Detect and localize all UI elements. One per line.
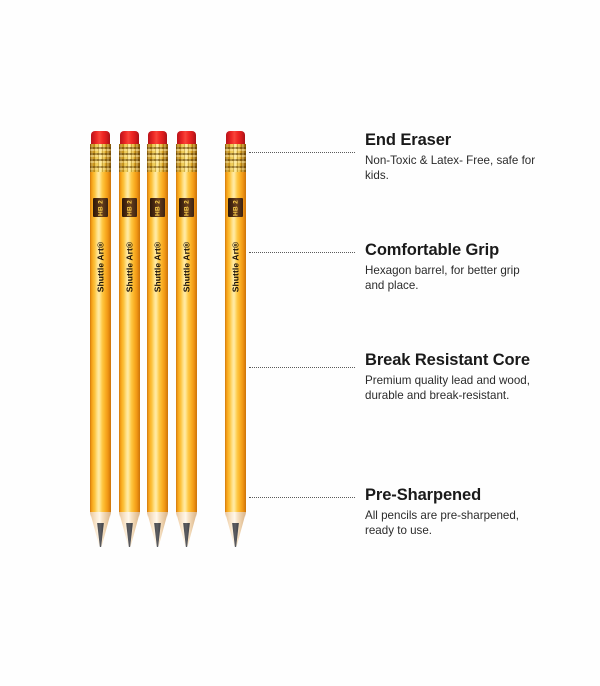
pencil-eraser [177,131,196,148]
feature-callout-pre-sharpened: Pre-Sharpened All pencils are pre-sharpe… [365,486,540,539]
pencil-eraser [91,131,110,148]
leader-line-1 [249,152,355,153]
pencil-grade-badge: HB 2 [150,198,165,217]
pencil-grade-label: HB 2 [183,199,190,216]
pencil-grade-badge: HB 2 [228,198,243,217]
feature-callout-comfortable-grip: Comfortable Grip Hexagon barrel, for bet… [365,241,540,294]
pencil-barrel [225,172,246,512]
pencil-barrel [90,172,111,512]
pencil-ferrule [176,144,197,174]
pencil-barrel [119,172,140,512]
feature-description: Premium quality lead and wood, durable a… [365,373,530,403]
pencil-barrel [147,172,168,512]
feature-callout-end-eraser: End Eraser Non-Toxic & Latex- Free, safe… [365,131,540,184]
leader-line-4 [249,497,355,498]
feature-title: End Eraser [365,131,452,149]
pencil-lead-tip [126,523,133,547]
pencil-grade-label: HB 2 [126,199,133,216]
pencil-barrel [176,172,197,512]
pencil-lead-tip [97,523,104,547]
feature-description: All pencils are pre-sharpened, ready to … [365,508,520,538]
pencil-ferrule [147,144,168,174]
feature-description: Non-Toxic & Latex- Free, safe for kids. [365,153,536,183]
pencil-grade-label: HB 2 [97,199,104,216]
leader-line-2 [249,252,355,253]
pencil-lead-tip [154,523,161,547]
pencil-ferrule [119,144,140,174]
pencil-grade-badge: HB 2 [179,198,194,217]
feature-callout-break-resistant-core: Break Resistant Core Premium quality lea… [365,351,540,404]
pencil-eraser [226,131,245,148]
pencil-grade-label: HB 2 [154,199,161,216]
feature-title: Break Resistant Core [365,351,530,369]
feature-description: Hexagon barrel, for better grip and plac… [365,263,520,293]
pencil-ferrule [225,144,246,174]
pencil-ferrule [90,144,111,174]
pencil-grade-badge: HB 2 [122,198,137,217]
pencil-grade-label: HB 2 [232,199,239,216]
pencil-lead-tip [232,523,239,547]
feature-title: Pre-Sharpened [365,486,482,504]
pencil-eraser [148,131,167,148]
pencil-lead-tip [183,523,190,547]
pencil-grade-badge: HB 2 [93,198,108,217]
feature-title: Comfortable Grip [365,241,500,259]
leader-line-3 [249,367,355,368]
pencil-eraser [120,131,139,148]
